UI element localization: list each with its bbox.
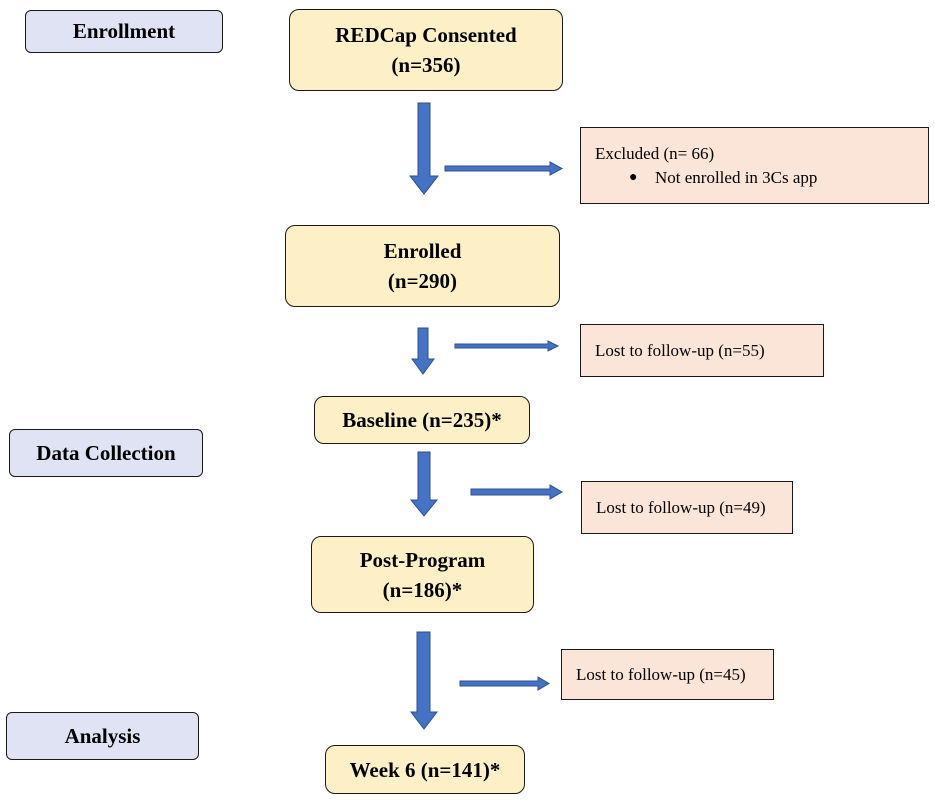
enrolled-count: (n=290) [387, 269, 458, 293]
excluded-bullet-item: ● Not enrolled in 3Cs app [595, 168, 928, 188]
enrolled-label: Enrolled [383, 239, 462, 263]
stage-label-analysis: Analysis [6, 712, 199, 760]
down-arrow-4 [409, 631, 439, 730]
baseline-label: Baseline (n=235)* [342, 408, 502, 432]
exclusion-box-lost-3: Lost to follow-up (n=45) [561, 649, 774, 700]
flow-box-consented: REDCap Consented (n=356) [289, 9, 563, 91]
stage-label-data-collection: Data Collection [9, 429, 203, 477]
stage-label-analysis-text: Analysis [64, 723, 141, 748]
week6-label: Week 6 (n=141)* [349, 757, 501, 782]
flow-box-week6: Week 6 (n=141)* [325, 745, 525, 794]
excluded-bullet-text: Not enrolled in 3Cs app [655, 167, 818, 187]
consented-label: REDCap Consented [335, 23, 517, 47]
lost-2-text: Lost to follow-up (n=49) [596, 497, 766, 517]
right-arrow-4 [459, 676, 550, 691]
right-arrow-1 [444, 161, 564, 176]
right-arrow-3 [470, 484, 563, 500]
flow-box-enrolled: Enrolled (n=290) [285, 225, 560, 307]
flow-box-baseline: Baseline (n=235)* [314, 396, 530, 444]
consented-count: (n=356) [391, 53, 461, 77]
lost-3-text: Lost to follow-up (n=45) [576, 664, 746, 684]
stage-label-enrollment-text: Enrollment [72, 19, 176, 43]
exclusion-box-excluded: Excluded (n= 66) ● Not enrolled in 3Cs a… [580, 127, 929, 204]
lost-1-text: Lost to follow-up (n=55) [595, 340, 765, 360]
flow-box-post-program: Post-Program (n=186)* [311, 536, 534, 613]
bullet-icon: ● [629, 169, 638, 185]
stage-label-data-collection-text: Data Collection [36, 440, 176, 465]
down-arrow-2 [411, 327, 435, 375]
excluded-title: Excluded (n= 66) [595, 143, 715, 163]
post-program-count: (n=186)* [382, 577, 463, 602]
exclusion-box-lost-1: Lost to follow-up (n=55) [580, 324, 824, 377]
right-arrow-2 [454, 340, 560, 352]
stage-label-enrollment: Enrollment [25, 10, 223, 53]
exclusion-box-lost-2: Lost to follow-up (n=49) [581, 481, 793, 534]
down-arrow-1 [408, 102, 440, 195]
down-arrow-3 [409, 451, 439, 517]
post-program-label: Post-Program [359, 547, 486, 572]
